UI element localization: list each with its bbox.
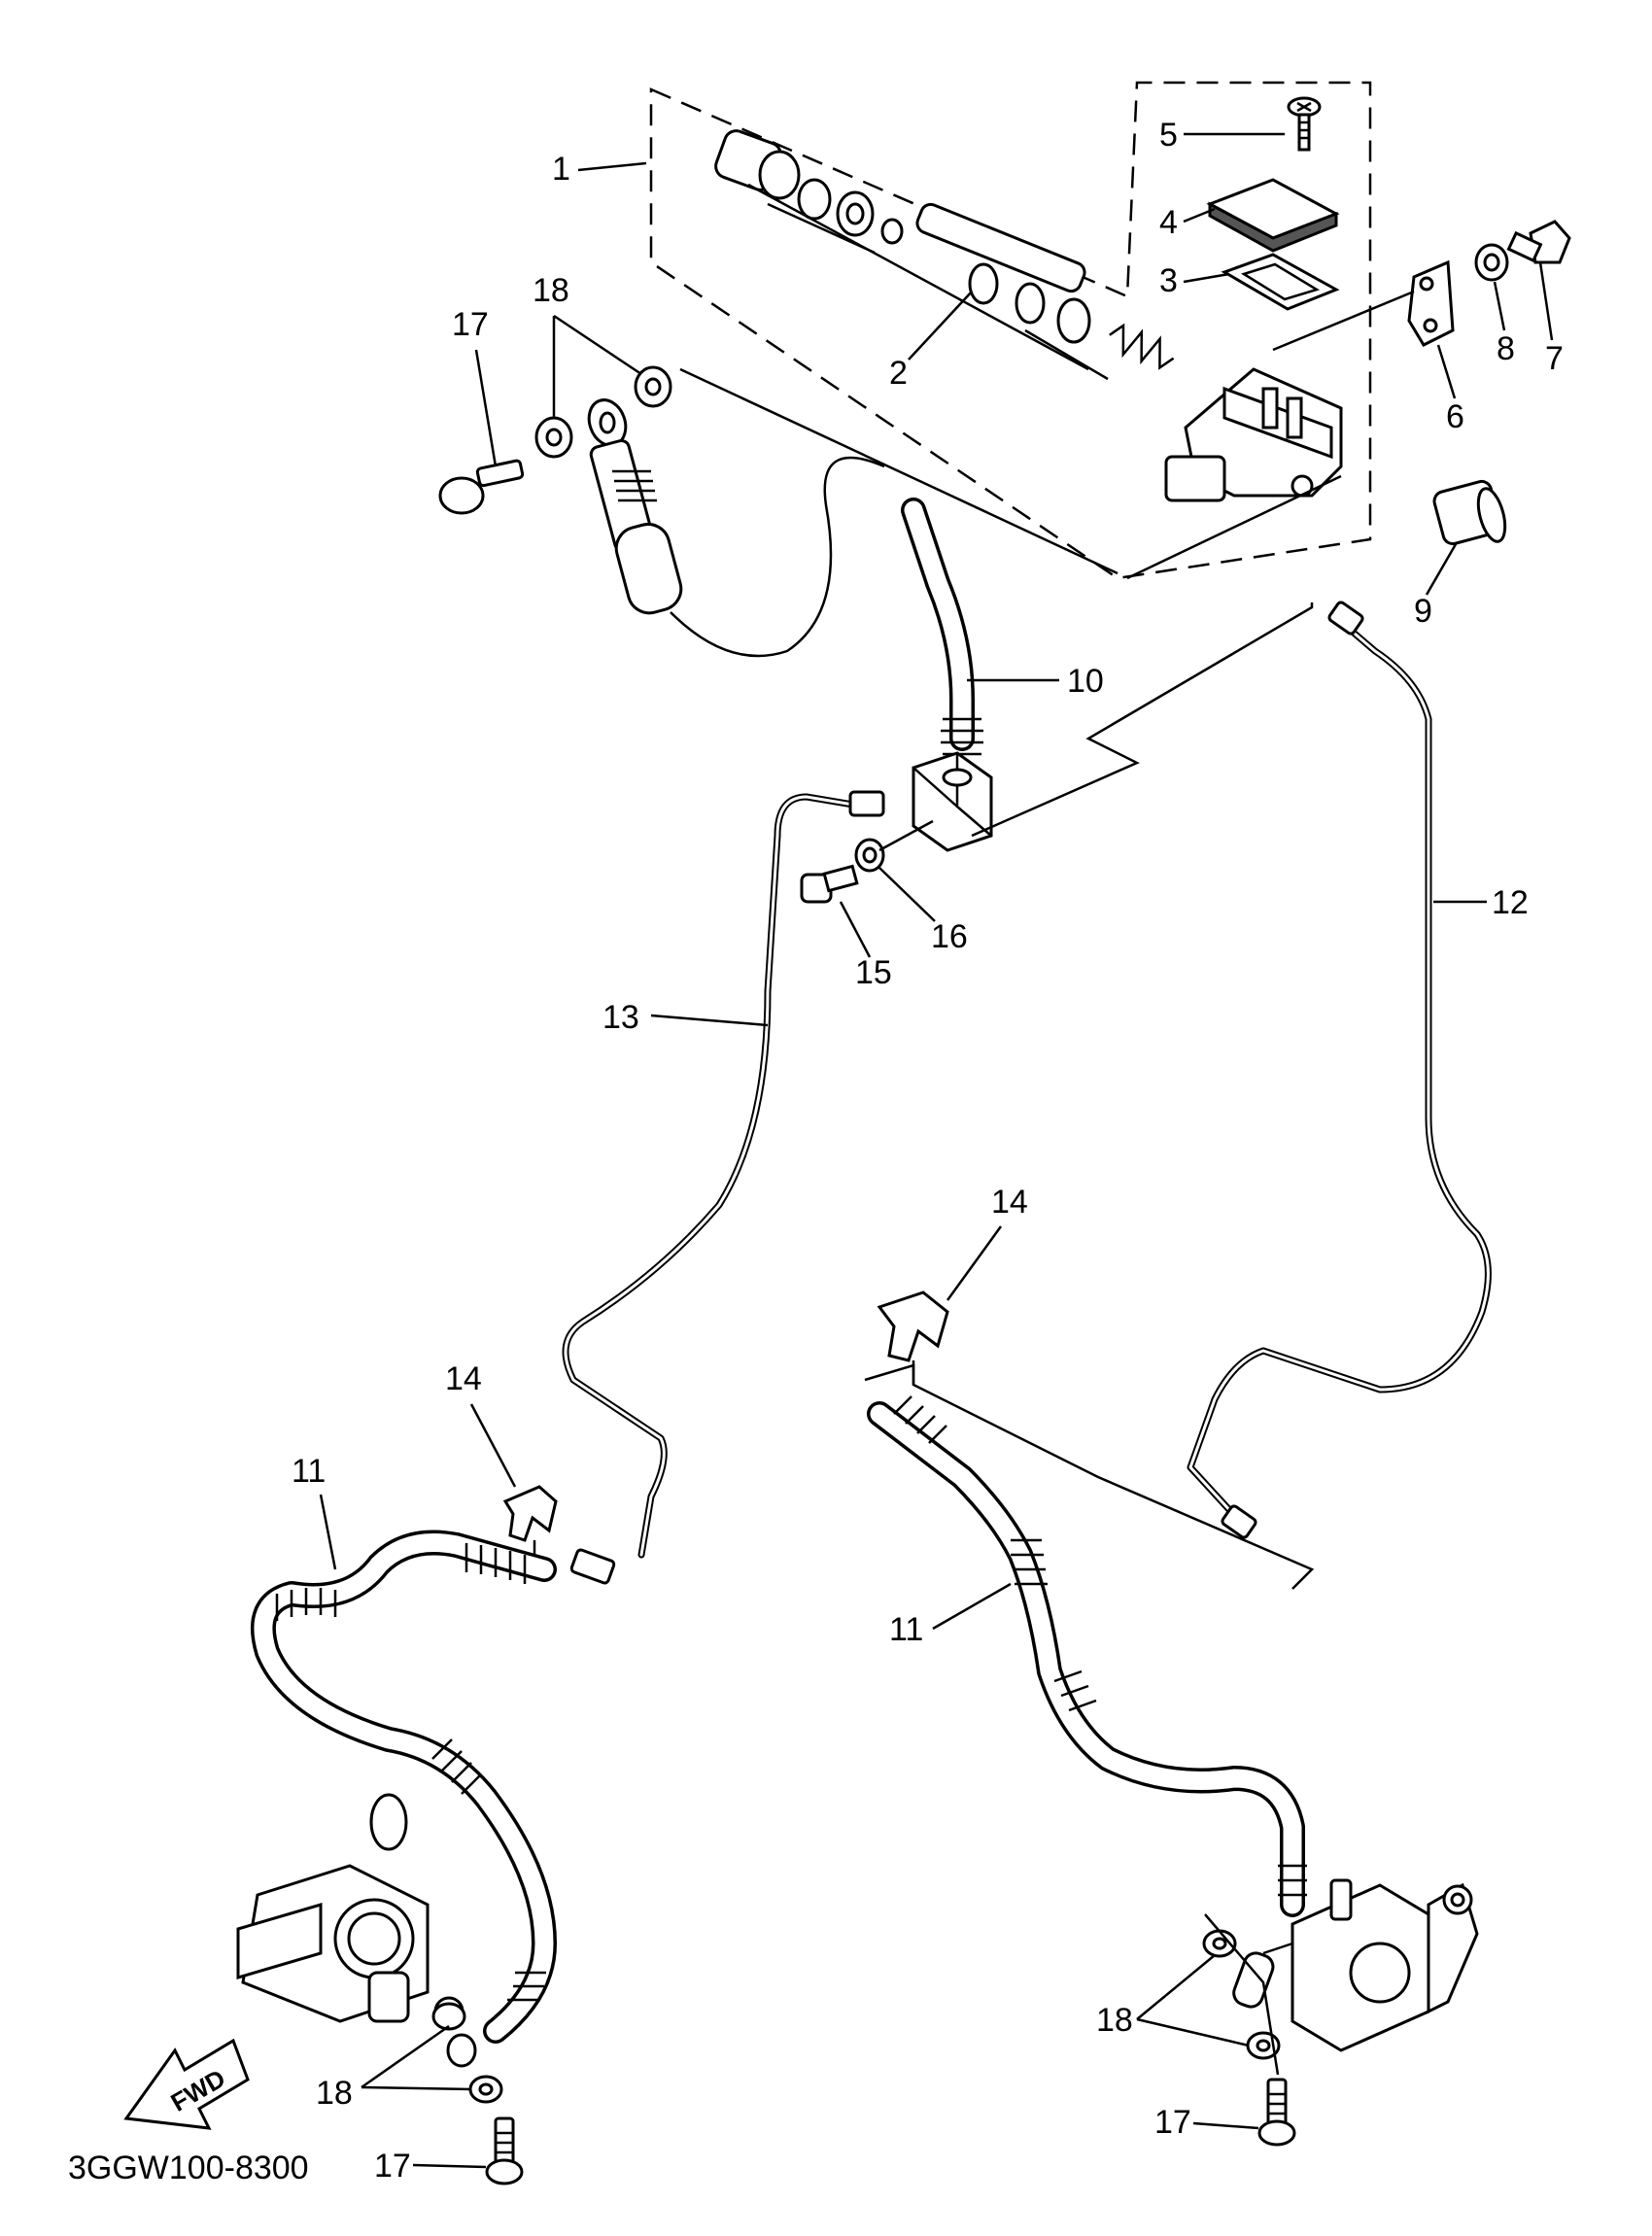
cap-9 (1432, 479, 1507, 546)
callout-18-left: 18 (316, 2075, 353, 2112)
callout-9: 9 (1414, 593, 1432, 630)
callout-11-left: 11 (292, 1453, 326, 1490)
brake-pipe-12 (1187, 601, 1492, 1539)
master-cylinder-assembly-outline (649, 81, 1372, 580)
washer-8 (1474, 243, 1509, 282)
callout-10: 10 (1067, 663, 1104, 700)
union-bolt-top (438, 459, 525, 515)
callout-1: 1 (552, 151, 570, 188)
callout-14-left: 14 (445, 1360, 482, 1397)
cover-screw (1287, 96, 1322, 152)
bolt-7 (1506, 220, 1571, 264)
callout-8: 8 (1497, 330, 1515, 367)
holder-bracket (1407, 259, 1455, 347)
callout-7: 7 (1545, 340, 1564, 377)
caliper-right (1232, 1878, 1479, 2052)
brake-hose-10 (901, 498, 983, 756)
callout-6: 6 (1446, 398, 1464, 435)
callout-11-right: 11 (889, 1611, 923, 1648)
callout-18-right: 18 (1096, 2002, 1133, 2039)
callout-3: 3 (1159, 262, 1178, 299)
callout-16: 16 (931, 918, 968, 955)
callout-17-right: 17 (1154, 2104, 1191, 2141)
joint-block (912, 751, 993, 852)
brake-hose-11-right (867, 1395, 1307, 1917)
washer-16 (854, 838, 885, 873)
callouts: 1 2 3 4 5 6 7 8 9 10 11 11 12 13 14 14 1 (292, 117, 1564, 2184)
brake-pipe-13 (562, 790, 885, 1585)
brake-hose-11-left (250, 1530, 557, 2068)
callout-13: 13 (602, 999, 639, 1036)
callout-18-top: 18 (533, 272, 569, 309)
fwd-arrow: FWD (123, 2038, 250, 2130)
callout-4: 4 (1159, 204, 1178, 241)
diaphragm (1221, 253, 1340, 311)
union-bolt-right (1257, 2078, 1296, 2147)
diagram-code: 3GGW100-8300 (68, 2150, 309, 2186)
callout-17-top: 17 (452, 306, 489, 343)
bolt-15 (800, 864, 859, 904)
callout-2: 2 (889, 355, 908, 392)
callout-15: 15 (855, 954, 892, 991)
master-cylinder-piston-kit (714, 129, 1175, 381)
caliper-left (236, 1793, 465, 2027)
callout-5: 5 (1159, 117, 1178, 154)
union-bolt-left (485, 2116, 524, 2185)
master-cylinder-hose-end (587, 398, 885, 658)
callout-12: 12 (1492, 884, 1529, 921)
washer-pair-top (534, 365, 672, 459)
callout-14-right: 14 (991, 1184, 1028, 1221)
reservoir-cover (1206, 178, 1340, 253)
washer-pair-left (431, 2002, 503, 2104)
callout-17-left: 17 (374, 2148, 411, 2184)
master-cylinder-body (1164, 367, 1343, 502)
